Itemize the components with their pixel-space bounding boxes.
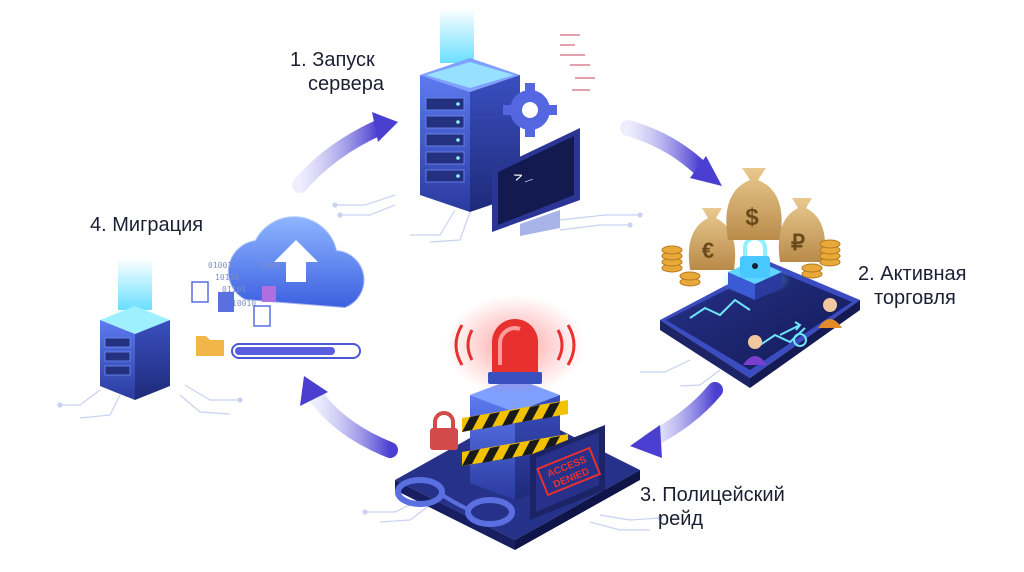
svg-text:1101: 1101 [260,261,279,270]
svg-text:$: $ [745,204,759,231]
cycle-arrow-3-to-4 [300,376,398,458]
folder-icon [196,336,224,356]
coin-stack-icon [661,239,841,287]
active-trading-illustration: € $ ₽ [660,168,860,388]
money-bag-ruble-icon: ₽ [778,198,826,262]
step-3-label: 3. Полицейский рейд [640,483,785,531]
step-1-subtitle: сервера [308,73,385,95]
police-raid-illustration: ACCESS DENIED [395,295,640,550]
money-bag-dollar-icon: $ [726,168,782,240]
cycle-arrow-4-to-1 [292,112,398,193]
svg-text:01101: 01101 [222,285,246,294]
cloud-upload-icon [226,215,366,310]
user-avatar-icon [743,298,842,365]
svg-text:10010: 10010 [232,299,256,308]
monitor-icon [492,128,580,236]
step-3-title: 3. Полицейский [640,484,785,506]
gear-icon [503,83,557,137]
access-denied-screen: ACCESS DENIED [530,425,605,520]
svg-text:01001: 01001 [208,261,232,270]
binary-stream: 01001 10110 01101 10010 1101 [208,261,279,308]
cycle-arrow-1-to-2 [620,120,722,186]
migration-illustration: 01001 10110 01101 10010 1101 [100,215,366,400]
step-2-label: 2. Активная торговля [858,262,967,310]
exchange-arrows-icon [779,321,807,347]
handcuffs-icon [395,477,515,527]
caution-tape [462,400,568,466]
lock-icon [740,236,770,278]
server-launch-illustration: >_ [420,8,595,236]
file-icons [191,281,276,327]
padlock-icon [430,411,458,450]
code-lines [560,34,595,91]
terminal-prompt: >_ [512,165,534,186]
cycle-arrow-2-to-3 [630,382,723,458]
migration-progress-bar [231,343,361,359]
step-1-title: 1. Запуск [290,49,375,71]
step-2-title: 2. Активная [858,263,967,285]
step-3-subtitle: рейд [658,508,704,530]
step-4-title: 4. Миграция [90,214,204,236]
step-2-subtitle: торговля [874,287,956,309]
svg-text:₽: ₽ [791,230,805,255]
money-bag-euro-icon: € [688,208,736,270]
svg-text:10110: 10110 [215,273,239,282]
svg-text:€: € [702,238,714,263]
siren-icon [454,319,576,384]
step-4-label: 4. Миграция [90,213,203,237]
step-1-label: 1. Запуск сервера [290,48,384,96]
